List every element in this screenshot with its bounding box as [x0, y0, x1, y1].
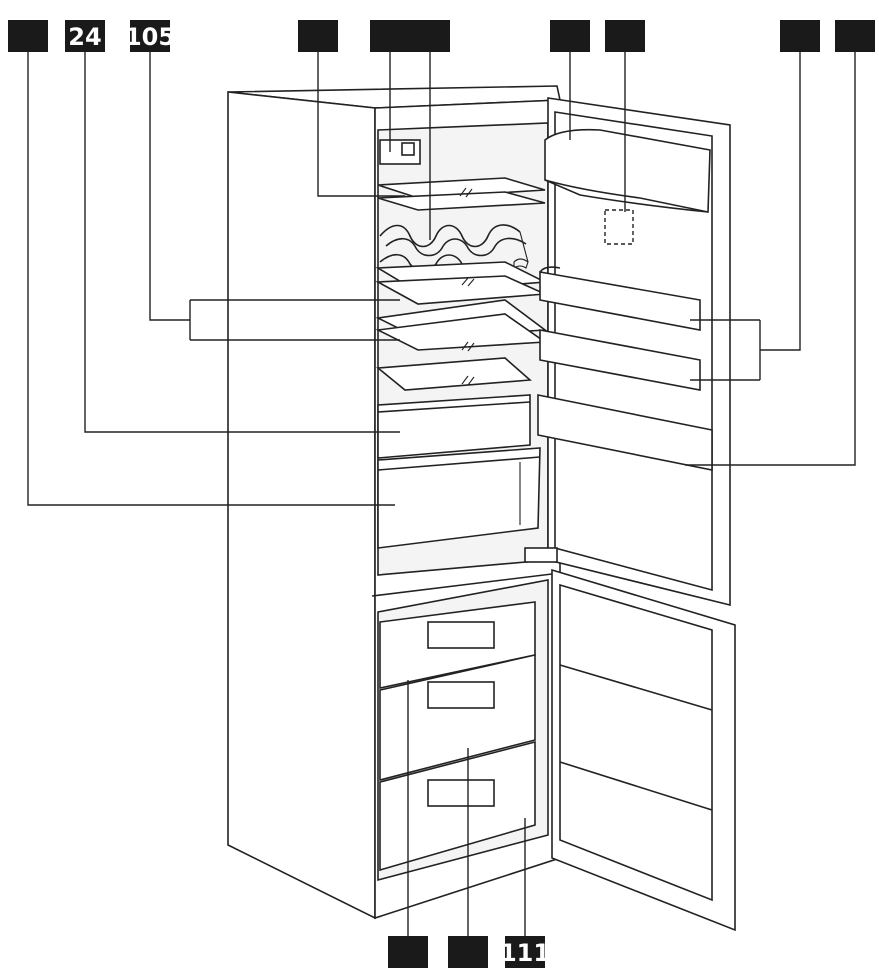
door-shelf-2 [539, 329, 701, 391]
door-shelf-1 [539, 271, 701, 331]
callout-1 [8, 20, 48, 52]
freezer-drawer-3 [379, 740, 536, 872]
vegetable-drawer-upper [377, 394, 531, 459]
vegetable-drawer-lower [377, 447, 541, 549]
fridge-door [524, 97, 731, 607]
door-shelf-bottles [537, 394, 713, 471]
callout-10 [835, 20, 875, 52]
callout-11 [388, 936, 428, 968]
leader-lines [27, 52, 856, 936]
svg-text:24: 24 [68, 23, 101, 51]
freezer-interior [379, 601, 536, 872]
callout-2: 24 [65, 20, 105, 52]
crisper-cover-shelf [375, 357, 532, 391]
callout-5 [370, 20, 410, 52]
callout-13: 111 [500, 936, 550, 968]
callout-8 [605, 20, 645, 52]
svg-text:105: 105 [125, 23, 175, 51]
fridge-interior [375, 123, 549, 560]
callout-6 [410, 20, 450, 52]
freezer-door [551, 568, 736, 932]
butter-compartment [544, 128, 711, 213]
hinge [524, 547, 558, 563]
callout-3: 105 [125, 20, 175, 52]
freezer-drawer-1 [379, 601, 536, 689]
svg-text:111: 111 [500, 939, 550, 967]
callout-9 [780, 20, 820, 52]
callout-7 [550, 20, 590, 52]
freezer-drawer-2 [379, 653, 536, 782]
rating-plate [604, 209, 634, 245]
callout-4 [298, 20, 338, 52]
callout-12 [448, 936, 488, 968]
glass-shelf-top [377, 177, 546, 199]
